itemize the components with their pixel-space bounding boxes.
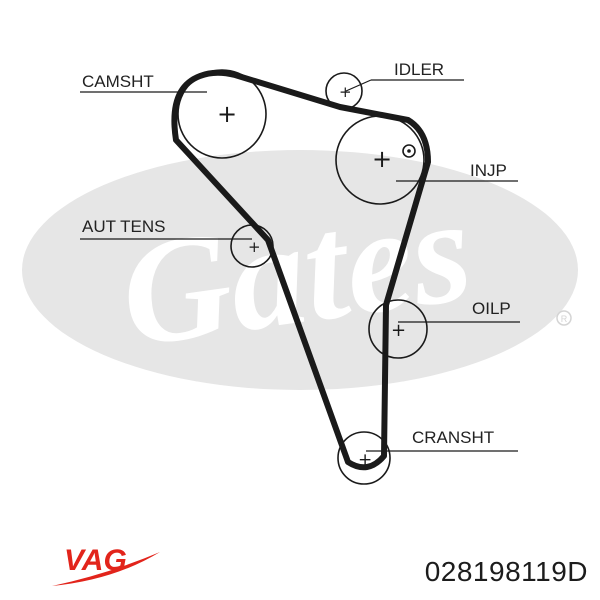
- crankshaft-label: CRANSHT: [412, 428, 494, 447]
- vag-logo: VAG: [52, 544, 160, 586]
- camshaft-label: CAMSHT: [82, 72, 154, 91]
- oil-pump-pulley: +: [368, 299, 428, 359]
- injection-pump-label: INJP: [470, 161, 507, 180]
- registered-mark-letter: R: [561, 314, 568, 324]
- gates-watermark: Gates R: [22, 150, 578, 390]
- svg-text:+: +: [339, 83, 352, 101]
- svg-text:+: +: [372, 145, 392, 173]
- registered-mark: [556, 310, 572, 326]
- idler-leader: [345, 79, 372, 92]
- leader-lines: [80, 79, 520, 452]
- idler-pulley: +: [325, 72, 363, 110]
- injection-pump-timing-mark: [402, 144, 416, 158]
- auto-tensioner-label: AUT TENS: [82, 217, 165, 236]
- svg-text:+: +: [217, 100, 237, 128]
- svg-text:+: +: [248, 238, 261, 256]
- svg-text:+: +: [391, 320, 406, 341]
- oil-pump-label: OILP: [472, 299, 511, 318]
- vag-logo-text: VAG: [64, 544, 127, 577]
- camshaft-pulley: +: [177, 69, 267, 159]
- auto-tensioner-pulley: +: [230, 224, 274, 268]
- crankshaft-pulley: +: [337, 431, 391, 485]
- injection-pump-pulley: +: [335, 115, 425, 205]
- timing-belt: [171, 69, 431, 471]
- idler-label: IDLER: [394, 60, 444, 79]
- part-number: 028198119D: [424, 556, 588, 587]
- svg-text:+: +: [358, 450, 372, 470]
- watermark-ellipse: [22, 150, 578, 390]
